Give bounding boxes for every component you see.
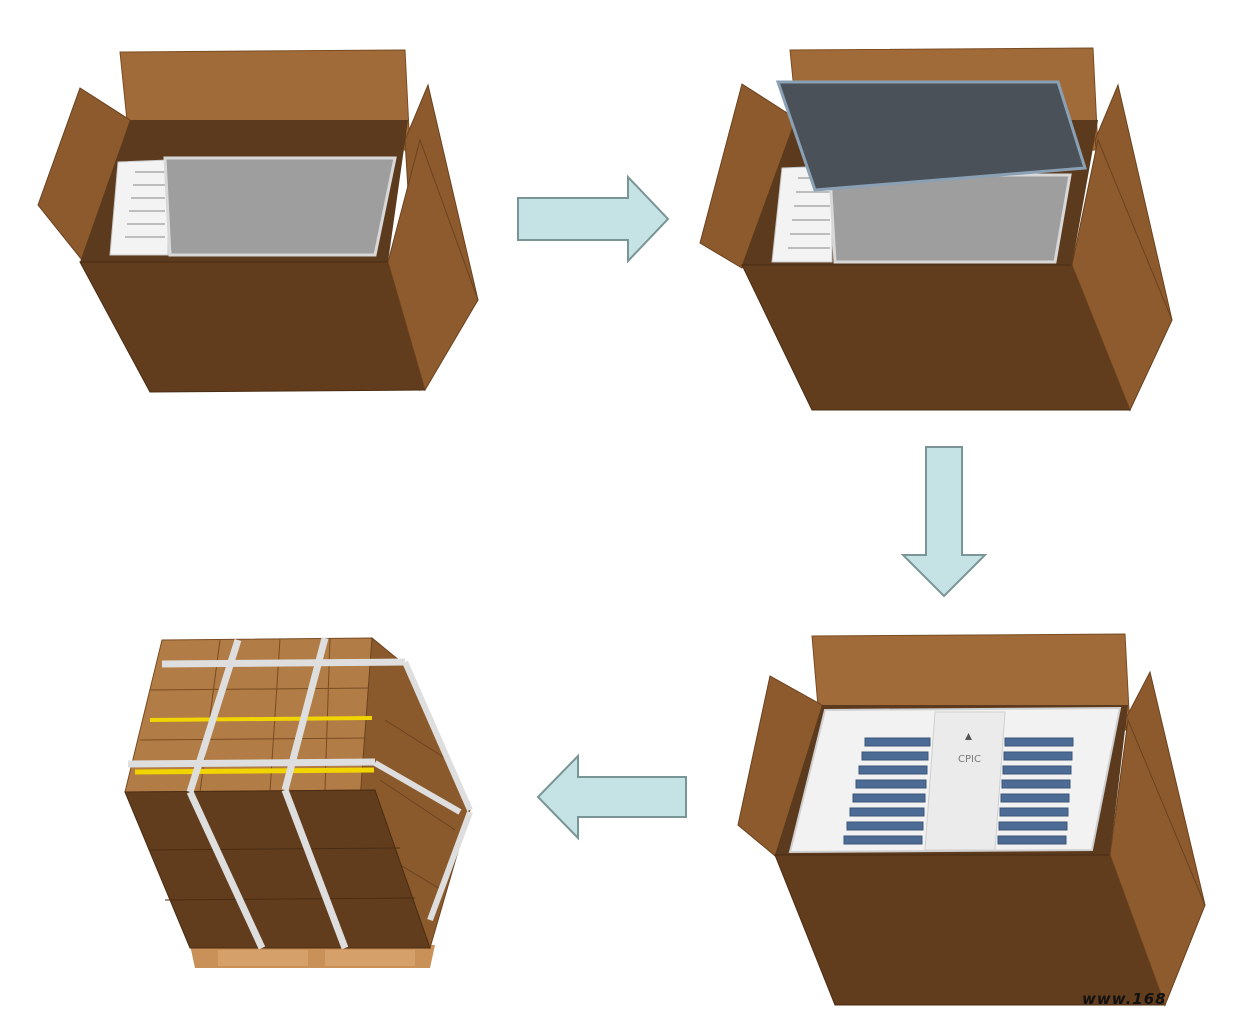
box-front-face: [79, 261, 426, 393]
tape-line-top: [149, 716, 373, 722]
tray-logo: CPIC: [958, 754, 981, 765]
strap-v-2: [281, 637, 329, 791]
strap-side: [373, 760, 462, 815]
tray-mark: [965, 733, 972, 740]
tray-rack: [109, 159, 169, 256]
strap-v-1: [186, 638, 242, 794]
strap-h-top: [161, 658, 406, 668]
box-front-face: [774, 854, 1166, 1006]
strap-front-1: [186, 790, 266, 950]
box-side-face: [1109, 718, 1206, 1007]
pallet-foot-2: [325, 950, 415, 966]
box-step-1: [37, 49, 479, 393]
tape-line-bottom: [134, 767, 375, 775]
arrow-down: [900, 446, 988, 598]
box-step-2: [699, 47, 1173, 412]
box-side-face: [387, 138, 479, 392]
tray-back-panel: [163, 156, 397, 257]
arrow-right: [517, 174, 670, 264]
tray-back-panel: [828, 173, 1072, 264]
stack-front-face: [124, 789, 431, 949]
tray-spine: [924, 711, 1006, 851]
strap-side-lower: [427, 810, 473, 922]
strap-h-bottom: [127, 758, 376, 768]
strap-front-2: [281, 788, 349, 950]
box-side-face: [1071, 138, 1173, 412]
pallet-stack: [124, 637, 473, 968]
arrow-left: [536, 753, 687, 841]
stack-front-grid: [149, 847, 416, 901]
tray-bars-right: [997, 737, 1074, 845]
box-front-face: [741, 264, 1131, 411]
tray-bars-left: [843, 737, 931, 845]
tray-ribs: [125, 171, 165, 238]
box-step-3: CPIC: [737, 633, 1206, 1007]
strap-side-vertical: [402, 660, 473, 812]
watermark-text: www.168: [1082, 990, 1167, 1008]
pallet-foot-1: [218, 950, 308, 966]
solar-panel: [775, 80, 1087, 192]
